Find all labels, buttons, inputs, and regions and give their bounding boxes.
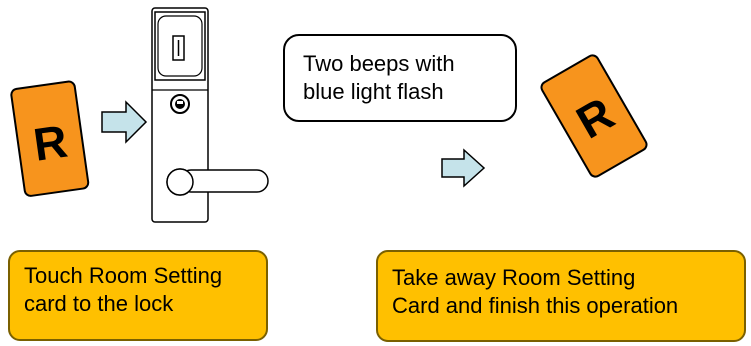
card-letter-left: R bbox=[30, 115, 70, 171]
caption-left-line-1: Touch Room Setting bbox=[24, 263, 223, 288]
speech-line-2: blue light flash bbox=[303, 79, 444, 104]
caption-touch-card: Touch Room Setting card to the lock bbox=[8, 250, 268, 341]
caption-right-line-1: Take away Room Setting bbox=[392, 265, 636, 290]
door-lock bbox=[151, 7, 269, 223]
room-setting-card-left: R bbox=[10, 80, 90, 197]
arrow-right-icon bbox=[441, 148, 486, 188]
room-setting-card-right: R bbox=[540, 54, 648, 178]
caption-right-line-2: Card and finish this operation bbox=[392, 293, 679, 318]
arrow-right-icon bbox=[101, 100, 148, 144]
status-speech-bubble: Two beeps with blue light flash bbox=[283, 34, 517, 122]
caption-left-line-2: card to the lock bbox=[24, 291, 174, 316]
speech-line-1: Two beeps with bbox=[303, 51, 455, 76]
caption-take-away-card: Take away Room Setting Card and finish t… bbox=[376, 250, 746, 342]
